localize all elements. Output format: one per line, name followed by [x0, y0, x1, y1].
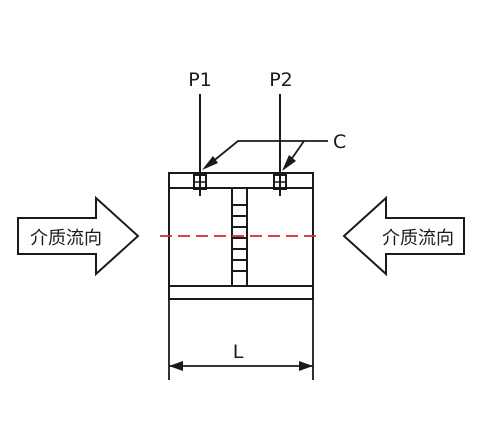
flow-arrow-left: 介质流向 — [17, 195, 140, 277]
flow-arrow-right: 介质流向 — [342, 195, 465, 277]
pressure-tap-p2 — [273, 94, 287, 196]
label-p2: P2 — [269, 69, 293, 91]
flow-direction-label-left: 介质流向 — [30, 228, 102, 249]
dimension-arrow-right — [299, 361, 313, 371]
length-dimension — [168, 299, 314, 380]
pressure-tap-p1 — [193, 94, 207, 196]
label-p1: P1 — [188, 69, 212, 91]
arrow-right-icon — [17, 195, 140, 277]
callout-c-leaders — [202, 140, 328, 171]
c-arrowhead-p1 — [202, 156, 218, 170]
c-arrowhead-p2 — [282, 155, 296, 171]
dimension-arrow-left — [169, 361, 183, 371]
arrow-left-icon — [342, 195, 465, 277]
flow-direction-label-right: 介质流向 — [382, 228, 454, 249]
label-length: L — [233, 341, 244, 363]
c-leader-to-p1 — [205, 140, 304, 168]
label-c: C — [333, 131, 346, 153]
